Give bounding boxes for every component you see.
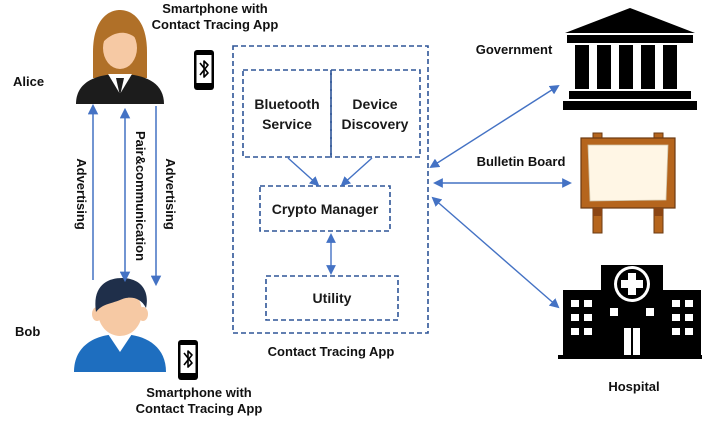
- device-discovery-label-line1: Device: [352, 96, 397, 112]
- crypto-manager-box: [259, 185, 391, 232]
- alice-avatar: [76, 10, 164, 104]
- bluetooth-service-box: [242, 69, 332, 158]
- bob-bluetooth-phone-icon: [178, 340, 198, 380]
- government-label: Government: [476, 42, 553, 57]
- alice-name: Alice: [13, 74, 44, 89]
- pair-communication-label: Pair&communication: [133, 131, 148, 261]
- bob-device-label-line1: Smartphone with: [146, 385, 252, 400]
- app-hospital-arrow: [431, 196, 560, 309]
- contact-tracing-app-title: Contact Tracing App: [268, 344, 395, 359]
- bluetooth-to-crypto-arrow: [287, 157, 320, 187]
- left-advertising-label: Advertising: [74, 158, 89, 230]
- bluetooth-service-label-line2: Service: [262, 116, 312, 132]
- alice-bluetooth-phone-icon: [194, 50, 214, 90]
- discovery-to-crypto-arrow: [340, 157, 373, 187]
- contact-tracing-app-container: [232, 45, 429, 334]
- utility-label: Utility: [313, 290, 352, 306]
- bob-device-label-line2: Contact Tracing App: [136, 401, 263, 416]
- device-discovery-label-line2: Discovery: [342, 116, 409, 132]
- app-government-arrow: [429, 84, 560, 169]
- bluetooth-service-label-line1: Bluetooth: [254, 96, 319, 112]
- bulletin-board-icon: [580, 132, 676, 234]
- device-discovery-box: [330, 69, 421, 158]
- bulletin-board-label: Bulletin Board: [477, 154, 566, 169]
- crypto-manager-label: Crypto Manager: [272, 201, 379, 217]
- government-building-icon: [563, 8, 697, 110]
- bob-name: Bob: [15, 324, 40, 339]
- right-advertising-label: Advertising: [163, 158, 178, 230]
- hospital-label: Hospital: [608, 379, 659, 394]
- bob-avatar: [74, 278, 166, 372]
- alice-device-label-line2: Contact Tracing App: [152, 17, 279, 32]
- alice-device-label-line1: Smartphone with: [162, 1, 268, 16]
- utility-box: [265, 275, 399, 321]
- hospital-icon: [558, 265, 702, 359]
